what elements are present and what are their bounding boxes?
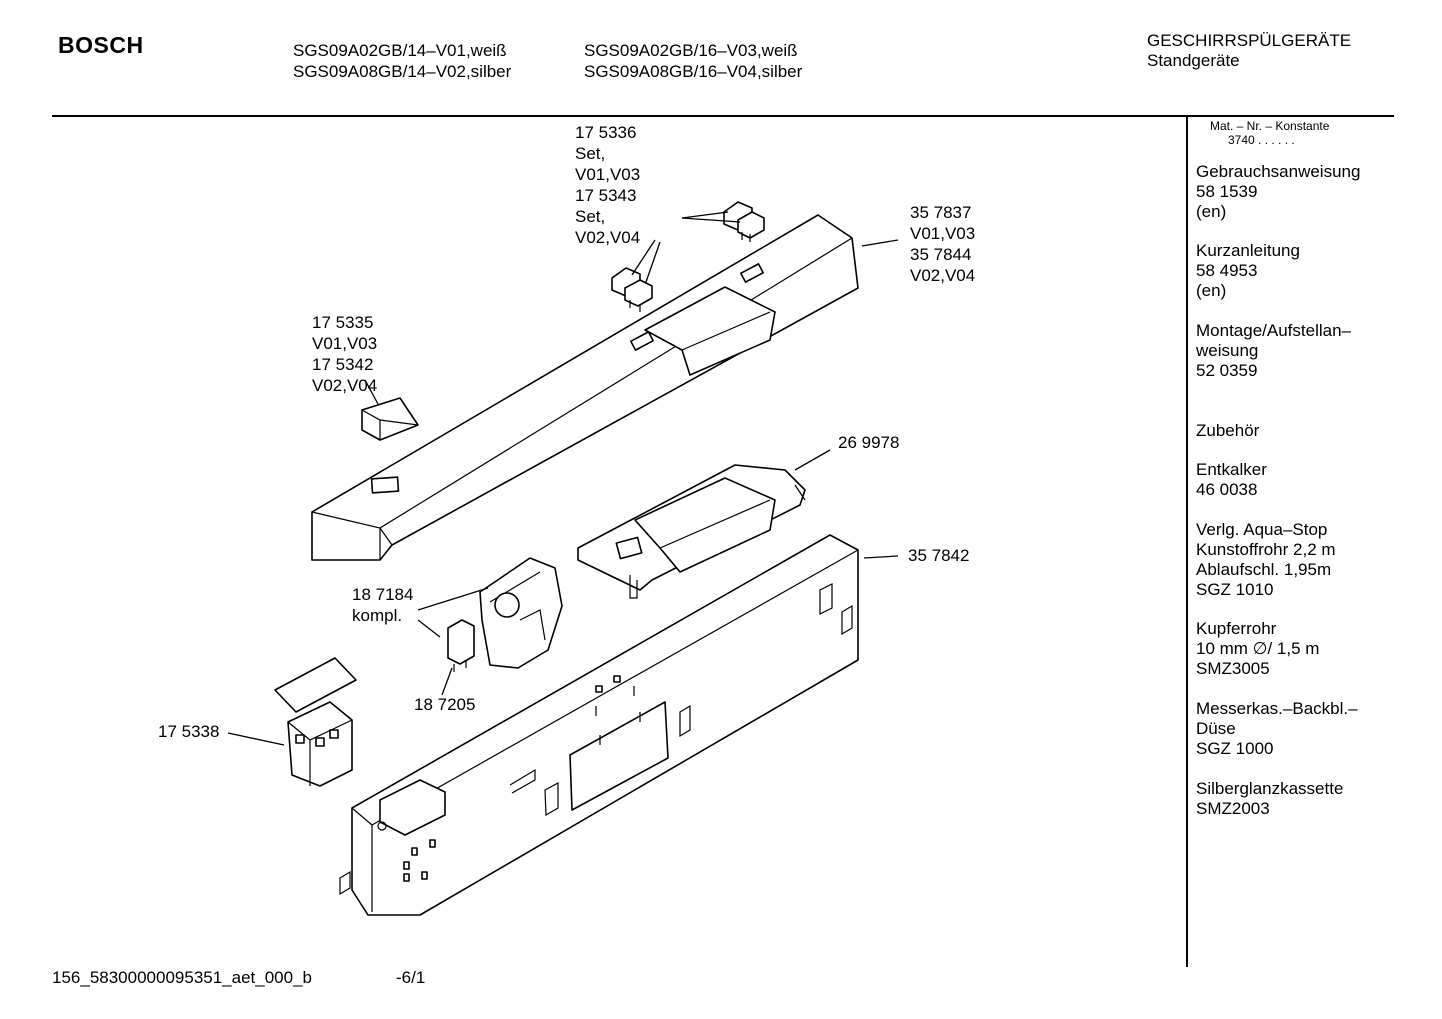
electronic-module-part — [577, 464, 806, 599]
sidebar-line: Montage/Aufstellan– — [1196, 321, 1351, 340]
callout-line: V02,V04 — [312, 376, 378, 395]
leader-lines — [227, 211, 899, 746]
sidebar-line: 58 1539 — [1196, 182, 1258, 201]
sidebar-line: SMZ2003 — [1196, 799, 1270, 818]
sidebar-line: Gebrauchsanweisung — [1196, 162, 1361, 181]
callout-electronic-module: 26 9978 — [838, 432, 899, 453]
callout-line: 18 7205 — [414, 695, 476, 714]
callout-line: 18 7184 — [352, 585, 414, 604]
callout-line: Set, — [575, 207, 606, 226]
sidebar-line: Entkalker — [1196, 460, 1267, 479]
header-divider — [52, 115, 1394, 117]
callout-push-button: 17 5335 V01,V03 17 5342 V02,V04 — [312, 312, 377, 396]
callout-line: 35 7842 — [908, 546, 970, 565]
push-button-part — [361, 397, 419, 441]
sidebar-line: SMZ3005 — [1196, 659, 1270, 678]
category-line: GESCHIRRSPÜLGERÄTE — [1147, 31, 1352, 50]
sidebar-section: Entkalker 46 0038 — [1196, 460, 1392, 500]
mat-number-value: 3740 . . . . . . — [1228, 133, 1295, 147]
callout-line: V01,V03 — [910, 224, 976, 243]
sidebar-section: Silberglanzkassette SMZ2003 — [1196, 779, 1392, 819]
housing-part — [339, 534, 859, 916]
sidebar-section: Verlg. Aqua–Stop Kunstoffrohr 2,2 m Abla… — [1196, 520, 1392, 600]
capacitor-part — [447, 619, 475, 672]
sidebar-line: Kupferrohr — [1196, 619, 1277, 638]
relay-part — [274, 657, 357, 787]
callout-line: V01,V03 — [312, 334, 378, 353]
sidebar-line: Messerkas.–Backbl.– — [1196, 699, 1358, 718]
sidebar-line: 58 4953 — [1196, 261, 1258, 280]
callout-line: V02,V04 — [575, 228, 641, 247]
callout-control-panel: 35 7837 V01,V03 35 7844 V02,V04 — [910, 202, 975, 286]
model-line: SGS09A08GB/14–V02,silber — [293, 62, 512, 81]
callout-line: V02,V04 — [910, 266, 976, 285]
sidebar-line: 52 0359 — [1196, 361, 1258, 380]
sidebar-section: Gebrauchsanweisung 58 1539 (en) — [1196, 162, 1392, 222]
sidebar-line: Ablaufschl. 1,95m — [1196, 560, 1332, 579]
mat-number-header: Mat. – Nr. – Konstante — [1210, 119, 1330, 133]
sidebar-line: weisung — [1196, 341, 1259, 360]
sidebar-line: Zubehör — [1196, 421, 1260, 440]
sidebar-line: SGZ 1000 — [1196, 739, 1274, 758]
model-line: SGS09A08GB/16–V04,silber — [584, 62, 803, 81]
control-panel-part — [311, 214, 859, 561]
sidebar-line: SGZ 1010 — [1196, 580, 1274, 599]
callout-housing: 35 7842 — [908, 545, 969, 566]
callout-line: 17 5343 — [575, 186, 637, 205]
callout-line: 17 5336 — [575, 123, 637, 142]
callout-line: 35 7844 — [910, 245, 972, 264]
sidebar-section: Montage/Aufstellan– weisung 52 0359 — [1196, 321, 1392, 381]
sidebar-line: (en) — [1196, 202, 1227, 221]
callout-line: V01,V03 — [575, 165, 641, 184]
sidebar-line: 10 mm ∅/ 1,5 m — [1196, 639, 1320, 658]
brand-logo: BOSCH — [58, 32, 144, 58]
callout-line: 26 9978 — [838, 433, 900, 452]
model-line: SGS09A02GB/14–V01,weiß — [293, 41, 507, 60]
rotary-switch-part — [479, 557, 563, 669]
sidebar-line: Düse — [1196, 719, 1236, 738]
callout-line: 17 5338 — [158, 722, 220, 741]
callout-line: Set, — [575, 144, 606, 163]
sidebar-section: Messerkas.–Backbl.– Düse SGZ 1000 — [1196, 699, 1392, 759]
model-list-right: SGS09A02GB/16–V03,weiß SGS09A08GB/16–V04… — [584, 40, 802, 82]
callout-rotary-switch: 18 7184 kompl. — [352, 584, 413, 626]
knob-set-part — [611, 201, 765, 312]
category-title: GESCHIRRSPÜLGERÄTE Standgeräte — [1147, 31, 1351, 71]
callout-line: kompl. — [352, 606, 403, 625]
callout-capacitor: 18 7205 — [414, 694, 475, 715]
callout-line: 17 5342 — [312, 355, 374, 374]
callout-line: 35 7837 — [910, 203, 972, 222]
sidebar-line: 46 0038 — [1196, 480, 1258, 499]
model-list-left: SGS09A02GB/14–V01,weiß SGS09A08GB/14–V02… — [293, 40, 511, 82]
sidebar-line: Silberglanzkassette — [1196, 779, 1344, 798]
sidebar-line: Verlg. Aqua–Stop — [1196, 520, 1328, 539]
category-subline: Standgeräte — [1147, 51, 1240, 70]
footer-document-code: 156_58300000095351_aet_000_b — [52, 968, 312, 987]
footer-page-number: -6/1 — [396, 968, 426, 987]
sidebar-line: Kurzanleitung — [1196, 241, 1300, 260]
model-line: SGS09A02GB/16–V03,weiß — [584, 41, 798, 60]
sidebar-section: Kurzanleitung 58 4953 (en) — [1196, 241, 1392, 301]
sidebar-divider — [1186, 117, 1188, 967]
sidebar-section: Zubehör — [1196, 421, 1392, 441]
sidebar-line: Kunstoffrohr 2,2 m — [1196, 540, 1336, 559]
callout-line: 17 5335 — [312, 313, 374, 332]
callout-knob-set: 17 5336 Set, V01,V03 17 5343 Set, V02,V0… — [575, 122, 640, 248]
sidebar-line: (en) — [1196, 281, 1227, 300]
callout-relay: 17 5338 — [158, 721, 219, 742]
mat-number-block: Mat. – Nr. – Konstante 3740 . . . . . . — [1210, 119, 1329, 147]
sidebar-section: Kupferrohr 10 mm ∅/ 1,5 m SMZ3005 — [1196, 619, 1392, 679]
